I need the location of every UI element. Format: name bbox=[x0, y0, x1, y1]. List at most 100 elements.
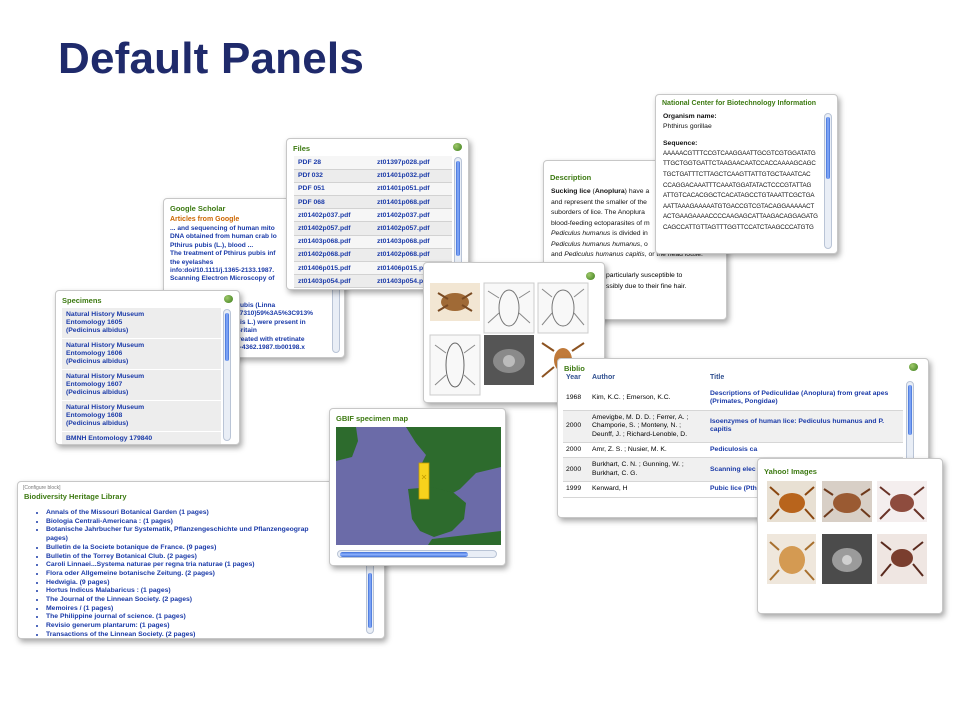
configure-block-link[interactable]: [Configure block] bbox=[23, 485, 61, 491]
bhl-item-link[interactable]: Transactions of the Linnean Society. (2 … bbox=[46, 631, 384, 638]
files-title-text: Files bbox=[293, 144, 311, 153]
file-label[interactable]: PDF 28 bbox=[294, 156, 373, 170]
bhl-item-link[interactable]: Flora oder Allgemeine botanische Zeitung… bbox=[46, 570, 384, 579]
file-label[interactable]: PDf 032 bbox=[294, 169, 373, 183]
refresh-icon[interactable] bbox=[586, 272, 595, 280]
col-year[interactable]: Year bbox=[566, 374, 581, 381]
file-label[interactable]: PDF 068 bbox=[294, 195, 373, 210]
refresh-icon[interactable] bbox=[909, 363, 918, 371]
file-label[interactable]: PDF 051 bbox=[294, 182, 373, 197]
scholar-result-line[interactable]: ... and sequencing of human mito bbox=[170, 225, 275, 232]
specimen-line: Natural History Museum bbox=[66, 311, 145, 318]
specimens-scroll-thumb[interactable] bbox=[225, 313, 229, 361]
description-line: particularly susceptible to bbox=[606, 272, 683, 279]
bhl-item-link[interactable]: Bulletin of the Torrey Botanical Club. (… bbox=[46, 553, 384, 562]
file-label[interactable]: zt01403p068.pdf bbox=[294, 235, 373, 249]
scholar-result-line[interactable]: treated with etretinate bbox=[236, 335, 305, 343]
bib-title-link[interactable]: Isoenzymes of human lice: Pediculus huma… bbox=[707, 410, 903, 444]
description-line: and Pediculus humanus capitis, or the he… bbox=[551, 251, 703, 258]
bhl-item-link[interactable]: Bulletin de la Societe botanique de Fran… bbox=[46, 544, 384, 553]
bib-author: Kenward, H bbox=[589, 481, 707, 498]
file-name-link[interactable]: zt01397p028.pdf bbox=[373, 156, 452, 170]
scholar-result-line[interactable]: 5-4362.1987.tb00198.x bbox=[236, 344, 305, 352]
sequence-line: TTGCTGGTGATTCTAAGAACAATCCACCAAAAGCAGC bbox=[663, 160, 816, 168]
file-label[interactable]: zt01402p057.pdf bbox=[294, 221, 373, 236]
bhl-title: Biodiversity Heritage Library bbox=[24, 492, 127, 501]
sequence-line: TGCTGATTTCTTAGCTCAAGTTATTGTGCTAAATCAC bbox=[663, 171, 811, 179]
files-scroll-thumb[interactable] bbox=[456, 161, 460, 256]
yahoo-image-grid[interactable] bbox=[758, 479, 943, 609]
file-name-link[interactable]: zt01401p032.pdf bbox=[373, 169, 452, 183]
ncbi-organism-label: Organism name: bbox=[663, 113, 717, 120]
bhl-item-link[interactable]: Hedwigia. (9 pages) bbox=[46, 579, 384, 588]
specimen-line: Natural History Museum bbox=[66, 373, 145, 380]
bib-title-link[interactable]: Pediculosis ca bbox=[707, 442, 903, 459]
specimen-item[interactable]: BMNH Entomology 179840 bbox=[62, 432, 221, 444]
bhl-item-link[interactable]: Botanische Jahrbucher fur Systematik, Pf… bbox=[46, 526, 384, 535]
bibliography-title-text: Biblio bbox=[564, 364, 585, 373]
file-name-link[interactable]: zt01403p068.pdf bbox=[373, 235, 452, 249]
specimen-line: Entomology 1607 bbox=[66, 381, 123, 388]
scholar-result-line[interactable]: Britain bbox=[236, 327, 257, 335]
scholar-result-line[interactable]: pubis (Linna bbox=[236, 302, 276, 309]
bhl-item-link[interactable]: The Journal of the Linnean Society. (2 p… bbox=[46, 596, 384, 605]
refresh-icon[interactable] bbox=[453, 143, 462, 151]
file-name-link[interactable]: zt01402p037.pdf bbox=[373, 208, 452, 223]
scholar-result-line[interactable]: Pthirus pubis (L.), blood ... bbox=[170, 241, 254, 249]
file-label[interactable]: zt01402p037.pdf bbox=[294, 208, 373, 223]
specimens-scrollbar[interactable] bbox=[223, 309, 231, 441]
bhl-item-link[interactable]: Memoires / (1 pages) bbox=[46, 605, 384, 614]
scholar-result-line[interactable]: DNA obtained from human crab lo bbox=[170, 233, 277, 241]
ncbi-scrollbar[interactable] bbox=[824, 113, 832, 249]
scholar-result-line[interactable]: info:doi/10.1111/j.1365-2133.1987. bbox=[170, 267, 275, 275]
file-label[interactable]: zt01402p068.pdf bbox=[294, 248, 373, 263]
sequence-line: ATTGTCACACGGCTCACATAGCCTGTAAATTCGCTGA bbox=[663, 192, 815, 200]
refresh-icon[interactable] bbox=[224, 295, 233, 303]
bib-title-link[interactable]: Descriptions of Pediculidae (Anoplura) f… bbox=[707, 387, 903, 411]
bhl-item-link[interactable]: Revisio generum plantarum: (1 pages) bbox=[46, 622, 384, 631]
bhl-item-link[interactable]: pages) bbox=[46, 535, 68, 543]
col-title[interactable]: Title bbox=[710, 374, 725, 381]
scholar-result-line[interactable]: The treatment of Pthirus pubis inf bbox=[170, 250, 276, 258]
scholar-result-line[interactable]: bis L.) were present in bbox=[236, 318, 306, 326]
bhl-item-link[interactable]: Biologia Centrali-Americana : (1 pages) bbox=[46, 518, 384, 527]
bhl-item-link[interactable]: The Philippine journal of science. (1 pa… bbox=[46, 613, 384, 622]
scholar-result-line[interactable]: Scanning Electron Microscopy of bbox=[170, 275, 275, 283]
gbif-map[interactable] bbox=[336, 427, 501, 545]
bibliography-scroll-thumb[interactable] bbox=[908, 385, 912, 435]
file-name-link[interactable]: zt01401p051.pdf bbox=[373, 182, 452, 197]
bhl-scroll-thumb[interactable] bbox=[368, 573, 372, 628]
file-name-link[interactable]: zt01402p068.pdf bbox=[373, 248, 452, 263]
specimen-line: BMNH Entomology 179840 bbox=[66, 435, 153, 442]
file-label[interactable]: zt01403p054.pdf bbox=[294, 274, 373, 289]
scholar-result-line[interactable]: the eyelashes bbox=[170, 258, 214, 266]
bhl-item-link[interactable]: Caroli Linnaei...Systema naturae per reg… bbox=[46, 561, 384, 570]
bhl-item-link[interactable]: Hortus Indicus Malabaricus : (1 pages) bbox=[46, 587, 384, 596]
file-name-link[interactable]: zt01402p057.pdf bbox=[373, 221, 452, 236]
gbif-map-scrollbar[interactable] bbox=[337, 550, 497, 558]
ncbi-organism: Phthirus gorillae bbox=[663, 123, 712, 131]
file-name-link[interactable]: zt01401p068.pdf bbox=[373, 195, 452, 210]
description-line: Pediculus humanus is divided in bbox=[551, 230, 648, 237]
ncbi-scroll-thumb[interactable] bbox=[826, 117, 830, 179]
file-label[interactable]: zt01406p015.pdf bbox=[294, 261, 373, 276]
gbif-scroll-thumb[interactable] bbox=[340, 552, 468, 557]
bhl-item-link[interactable]: Annals of the Missouri Botanical Garden … bbox=[46, 509, 384, 518]
scholar-result-line[interactable]: 97310)59%3A5%3C913% bbox=[236, 310, 313, 318]
bib-author: Burkhart, C. N. ; Gunning, W. ; Burkhart… bbox=[589, 457, 707, 483]
col-author[interactable]: Author bbox=[592, 374, 615, 381]
